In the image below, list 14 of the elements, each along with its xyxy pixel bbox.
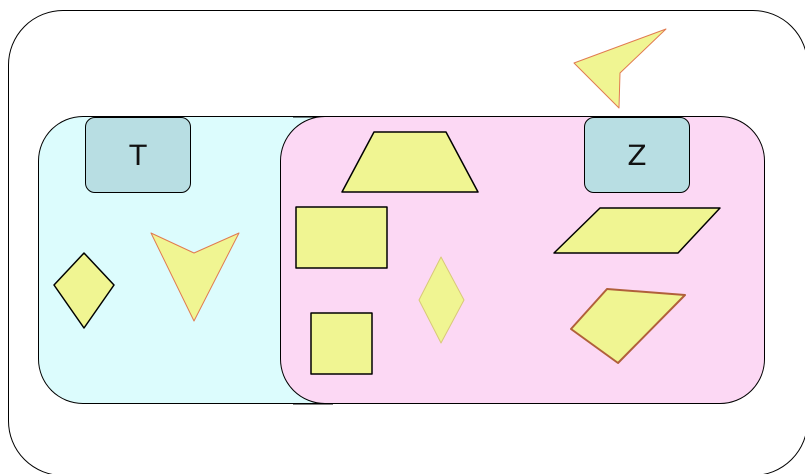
parallelogram-shape — [554, 208, 720, 253]
set-region — [280, 116, 765, 404]
arrowhead-shape — [151, 233, 239, 321]
quadrilateral-shape — [571, 289, 685, 363]
set-label: Z — [584, 117, 690, 193]
trapezoid-shape — [342, 132, 478, 192]
diamond-shape — [419, 257, 464, 343]
arrowhead-shape — [574, 29, 666, 108]
set-region — [38, 116, 293, 404]
square-shape — [311, 313, 372, 374]
set-label: T — [85, 117, 191, 193]
diamond-shape — [54, 253, 114, 328]
universe-region — [8, 10, 805, 474]
rectangle-shape — [296, 207, 387, 268]
